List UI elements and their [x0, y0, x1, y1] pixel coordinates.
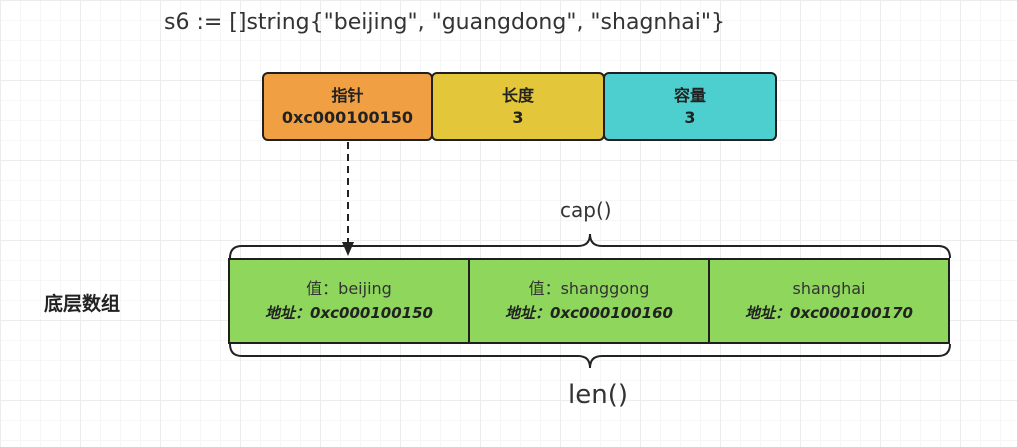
array-cell-1: 值：beijing 地址：0xc000100150: [228, 258, 470, 344]
array-label: 底层数组: [44, 293, 121, 315]
len-brace: [229, 343, 951, 369]
len-label: len(): [568, 380, 628, 410]
capacity-value: 3: [684, 107, 696, 127]
cell-2-value: 值：shanggong: [528, 279, 650, 298]
pointer-value: 0xc000100150: [281, 107, 414, 127]
pointer-arrow-head: [342, 242, 354, 256]
cell-3-address: 地址：0xc000100170: [745, 304, 913, 322]
length-box: 长度 3: [431, 72, 605, 141]
cell-1-value: 值：beijing: [306, 279, 392, 298]
code-title: s6 := []string{"beijing", "guangdong", "…: [164, 10, 725, 35]
cell-1-address: 地址：0xc000100150: [265, 304, 433, 322]
pointer-label: 指针: [331, 85, 364, 105]
array-cell-3: shanghai 地址：0xc000100170: [708, 258, 950, 344]
cap-label: cap(): [560, 198, 612, 222]
cell-2-address: 地址：0xc000100160: [505, 304, 673, 322]
cap-brace: [229, 233, 951, 259]
array-cell-2: 值：shanggong 地址：0xc000100160: [468, 258, 710, 344]
pointer-box: 指针 0xc000100150: [262, 72, 433, 141]
capacity-box: 容量 3: [603, 72, 777, 141]
length-value: 3: [512, 107, 524, 127]
cell-3-value: shanghai: [792, 279, 866, 298]
capacity-label: 容量: [673, 85, 706, 105]
length-label: 长度: [501, 85, 534, 105]
